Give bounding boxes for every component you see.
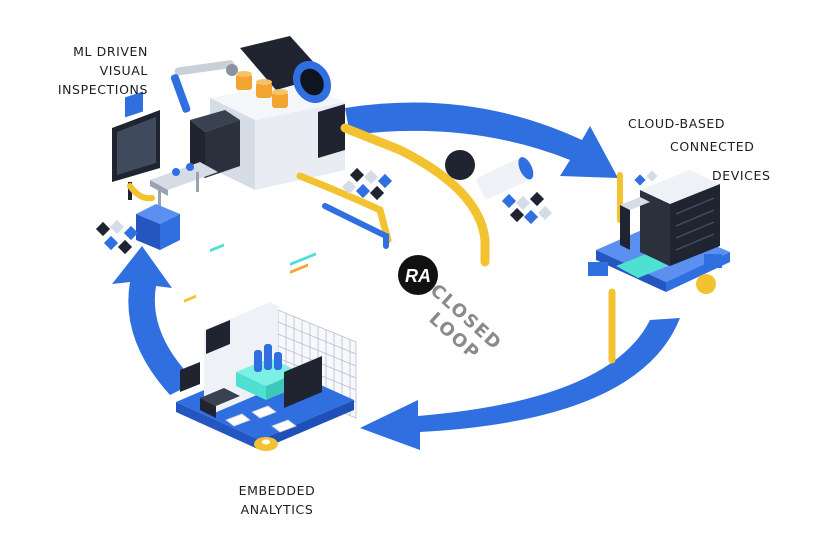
arrow-top: [345, 102, 618, 178]
ra-logo: RA: [398, 255, 438, 295]
floating-cubes: [95, 150, 553, 255]
white-cylinder: [476, 157, 534, 199]
yellow-ball: [696, 274, 716, 294]
camera-lens: [240, 36, 332, 104]
dashboard-screens: [180, 243, 322, 408]
black-sphere: [445, 150, 475, 180]
label-embedded-line1: EMBEDDED: [238, 483, 316, 498]
ra-logo-text: RA: [405, 266, 431, 286]
bar-blocks: [254, 344, 282, 372]
label-embedded-line2: ANALYTICS: [240, 502, 314, 517]
blue-bin: [136, 204, 180, 250]
arrow-left: [112, 246, 196, 395]
cycle-arrows: [112, 102, 680, 450]
label-ml-line1: ML DRIVEN: [73, 44, 148, 59]
cloud-device-rack: [588, 170, 730, 294]
cube-cluster-center: [341, 167, 393, 201]
label-ml-line2: VISUAL: [99, 63, 148, 78]
inspection-machine: [112, 36, 345, 250]
cube-cluster-left: [95, 219, 139, 255]
conveyor: [150, 162, 218, 208]
orange-parts: [236, 71, 288, 108]
label-ml-line3: INSPECTIONS: [57, 82, 148, 97]
analytics-workspace: [176, 243, 357, 451]
label-cloud-line2: CONNECTED: [670, 139, 755, 154]
arrow-right: [360, 318, 680, 450]
cube-cluster-right: [501, 191, 553, 225]
monitor-screen: [112, 91, 160, 200]
robot-arm: [170, 60, 238, 113]
label-embedded-analytics: EMBEDDED ANALYTICS: [232, 481, 322, 519]
label-ml-inspections: ML DRIVEN VISUAL INSPECTIONS: [48, 42, 148, 99]
label-cloud-line3: DEVICES: [712, 168, 771, 183]
label-cloud-line1: CLOUD-BASED: [628, 116, 726, 131]
pipes: [127, 123, 623, 364]
